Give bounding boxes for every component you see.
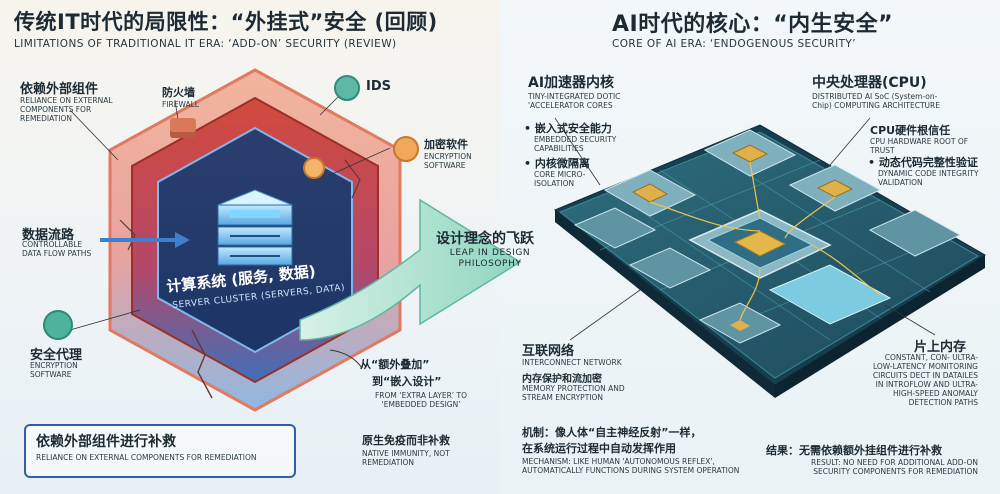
result-label-en: RESULT: NO NEED FOR ADDITIONAL ADD-ON SE… xyxy=(811,458,978,476)
label-external-en: RELIANCE ON EXTERNAL COMPONENTS FOR REME… xyxy=(20,96,113,123)
shield-icon xyxy=(43,310,73,340)
label-proxy-cn: 安全代理 xyxy=(30,348,83,363)
ids-icon xyxy=(334,75,360,101)
label-dataflow-en: CONTROLLABLE DATA FLOW PATHS xyxy=(22,240,92,258)
shift-label-en: FROM ‘EXTRA LAYER’ TO ‘EMBEDDED DESIGN’ xyxy=(374,391,468,409)
native-immunity-en: NATIVE IMMUNITY, NOT REMEDIATION xyxy=(362,449,450,467)
lock-icon xyxy=(303,157,325,179)
label-encryption-en: ENCRYPTION SOFTWARE xyxy=(424,152,472,170)
rot-label-cn: CPU硬件根信任 xyxy=(870,124,951,137)
onchip-label-cn: 片上内存 xyxy=(914,340,967,355)
embedded-label-cn: • 嵌入式安全能力 xyxy=(524,122,612,135)
rot-label-en: CPU HARDWARE ROOT OF TRUST xyxy=(870,137,969,155)
leap-arrow xyxy=(299,198,522,341)
label-dataflow-cn: 数据流路 xyxy=(22,228,75,243)
label-external-cn: 依赖外部组件 xyxy=(20,82,99,97)
label-ids: IDS xyxy=(366,79,391,94)
micro-label-cn: • 内核微隔离 xyxy=(524,157,590,170)
micro-label-en: CORE MICRO-ISOLATION xyxy=(534,170,586,188)
bottom-remediation-box: 依赖外部组件进行补救 RELIANCE ON EXTERNAL COMPONEN… xyxy=(24,424,296,478)
cpu-label-cn: 中央处理器(CPU) xyxy=(812,75,927,91)
ai-chip-board xyxy=(554,124,986,398)
firewall-icon xyxy=(170,118,196,138)
left-subtitle: LIMITATIONS OF TRADITIONAL IT ERA: ‘ADD-… xyxy=(14,38,397,50)
accel-label-cn: AI加速器内核 xyxy=(528,75,615,91)
label-encryption-cn: 加密软件 xyxy=(424,138,468,151)
right-subtitle: CORE OF AI ERA: ‘ENDOGENOUS SECURITY’ xyxy=(612,38,856,50)
net-label-cn2: 内存保护和流加密 xyxy=(522,374,602,385)
mechanism-label-cn2: 在系统运行过程中自动发挥作用 xyxy=(522,442,676,455)
verify-label-en: DYNAMIC CODE INTEGRITY VALIDATION xyxy=(878,169,979,187)
label-firewall-en: FIREWALL xyxy=(162,100,199,109)
mechanism-label-en: MECHANISM: LIKE HUMAN 'AUTONOMOUS REFLEX… xyxy=(522,457,740,475)
result-label-cn: 结果：无需依赖额外挂组件进行补救 xyxy=(766,444,942,457)
server-stack-icon xyxy=(216,189,294,266)
net-label-en2: MEMORY PROTECTION AND STREAM ENCRYPTION xyxy=(522,384,625,402)
bottom-box-cn: 依赖外部组件进行补救 xyxy=(36,434,176,450)
shift-label-cn2: 到“嵌入设计” xyxy=(372,375,442,388)
label-firewall-cn: 防火墙 xyxy=(162,86,195,99)
leap-label-cn: 设计理念的飞跃 xyxy=(436,231,534,247)
onchip-label-en: CONSTANT, CON- ULTRA-LOW-LATENCY MONITOR… xyxy=(872,353,978,407)
net-label-en: INTERCONNECT NETWORK xyxy=(522,358,622,367)
left-title: 传统IT时代的局限性：“外挂式”安全 (回顾) xyxy=(14,10,438,34)
net-label-cn: 互联网络 xyxy=(522,344,575,359)
embedded-label-en: EMBEDDED SECURITY CAPABILITIES xyxy=(534,135,617,153)
verify-label-cn: • 动态代码完整性验证 xyxy=(868,156,978,169)
mechanism-label-cn1: 机制：像人体“自主神经反射”一样， xyxy=(522,426,702,439)
native-immunity-cn: 原生免疫而非补救 xyxy=(362,434,450,447)
accel-label-en: TINY-INTEGRATED DOTIC 'ACCELERATOR CORES xyxy=(528,92,621,110)
lock-icon xyxy=(393,136,419,162)
right-title: AI时代的核心：“内生安全” xyxy=(612,12,894,37)
shift-label-cn1: 从“额外叠加” xyxy=(360,358,430,371)
label-proxy-en: ENCRYPTION SOFTWARE xyxy=(30,361,78,379)
bottom-box-en: RELIANCE ON EXTERNAL COMPONENTS FOR REME… xyxy=(36,453,257,462)
leap-label-en: LEAP IN DESIGN PHILOSOPHY xyxy=(449,248,531,269)
cpu-label-en: DISTRIBUTED AI SoC (System-on-Chip) COMP… xyxy=(812,92,941,110)
